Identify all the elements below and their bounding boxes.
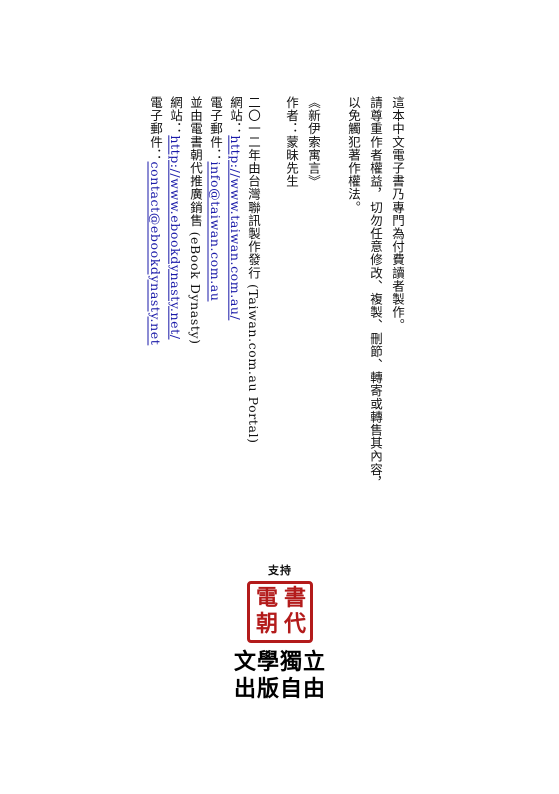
distributor-email-link[interactable]: contact@ebookdynasty.net [148, 161, 163, 346]
distributor-email-label: 電子郵件： [148, 96, 163, 162]
seal-char-3: 電 [256, 585, 279, 611]
distributor-website-line: 網站：http://www.ebookdynasty.net/ [168, 96, 183, 340]
publisher-website-link[interactable]: http://www.taiwan.com.au/ [228, 135, 243, 321]
ebook-dynasty-logo: 支持 書 代 電 朝 文學獨立 出版自由 [228, 562, 332, 702]
slogan-line-1: 文學獨立 [233, 650, 326, 675]
publisher-email-line: 電子郵件：info@taiwan.com.au [208, 96, 223, 302]
distributor-line: 並由電書朝代推廣銷售 (eBook Dynasty) [188, 96, 203, 345]
seal-char-4: 朝 [256, 611, 279, 637]
support-label: 支持 [268, 564, 292, 577]
distributor-website-label: 網站： [168, 96, 183, 136]
author-name: 蒙昧先生 [284, 135, 299, 188]
copyright-notice-line-3: 以免觸犯著作權法。 [346, 96, 361, 214]
book-title: 《新伊索寓言》 [306, 96, 321, 188]
seal-char-2: 代 [284, 611, 307, 637]
copyright-notice-line-2: 請尊重作者權益，切勿任意修改、複製、刪節、轉寄或轉售其內容， [368, 96, 383, 489]
seal-char-1: 書 [284, 585, 307, 611]
distributor-email-line: 電子郵件：contact@ebookdynasty.net [148, 96, 163, 346]
publisher-email-link[interactable]: info@taiwan.com.au [208, 161, 223, 302]
author-label: 作者： [284, 96, 299, 136]
publisher-website-line: 網站：http://www.taiwan.com.au/ [228, 96, 243, 321]
slogan-line-2: 出版自由 [233, 677, 326, 702]
copyright-notice-line-1: 這本中文電子書乃專門為付費讀者製作。 [390, 96, 405, 332]
publisher-email-label: 電子郵件： [208, 96, 223, 162]
publisher-issue-line: 二〇一二年由台灣聯訊製作發行 (Taiwan.com.au Portal) [246, 96, 261, 444]
author-line: 作者：蒙昧先生 [284, 96, 299, 188]
publisher-website-label: 網站： [228, 96, 243, 136]
ebook-dynasty-seal-icon: 書 代 電 朝 [247, 581, 313, 643]
distributor-website-link[interactable]: http://www.ebookdynasty.net/ [168, 135, 183, 340]
